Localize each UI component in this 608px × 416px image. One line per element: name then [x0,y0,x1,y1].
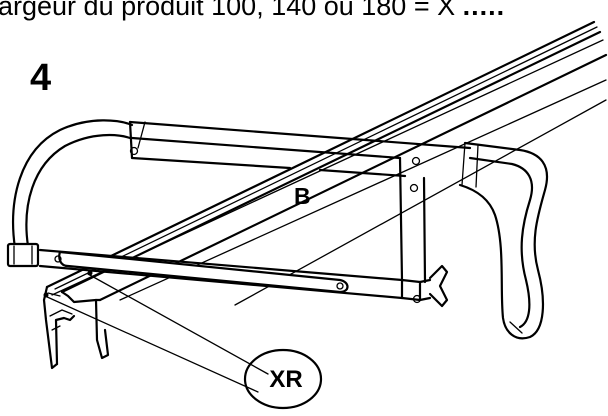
step-number: 4 [30,57,52,99]
rail-profile-icon [42,20,608,370]
part-label-xr: XR [269,366,303,393]
hacksaw-icon [6,119,548,340]
caption-text: argeur du produit 100, 140 ou 180 = X [0,0,456,21]
part-label-b: B [294,183,311,209]
callout-circle-icon [243,348,323,410]
instruction-caption: argeur du produit 100, 140 ou 180 = X ..… [0,0,608,21]
caption-dots: ..... [462,0,506,21]
